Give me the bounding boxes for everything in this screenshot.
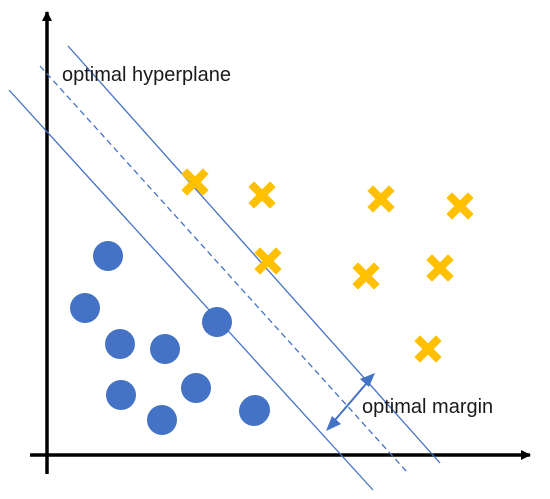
cross-class-point [181,168,209,196]
circle-class-point [150,334,180,364]
cross-class-point [446,192,474,220]
margin-label: optimal margin [362,396,494,418]
cross-class-point [254,247,282,275]
cross-class-point [414,335,442,363]
lower-margin-line [8,89,374,491]
cross-class-point [426,254,454,282]
cross-class-point [367,185,395,213]
circle-class-point [181,373,211,403]
margin-arrow-head-lower [326,416,341,431]
circle-class-point [240,395,270,425]
margin-arrow-head-upper [360,373,375,387]
circle-class-point [202,307,232,337]
hyperplane-line [39,65,408,473]
cross-class-point [352,262,380,290]
hyperplane-label: optimal hyperplane [62,64,231,86]
circle-class-point [147,405,177,435]
circle-class-point [70,293,100,323]
margin-arrow [328,376,373,428]
cross-class-point [248,181,276,209]
circle-class-point [105,329,135,359]
circle-class-point [106,380,136,410]
upper-margin-line [67,45,441,464]
circle-class-point [93,241,123,271]
